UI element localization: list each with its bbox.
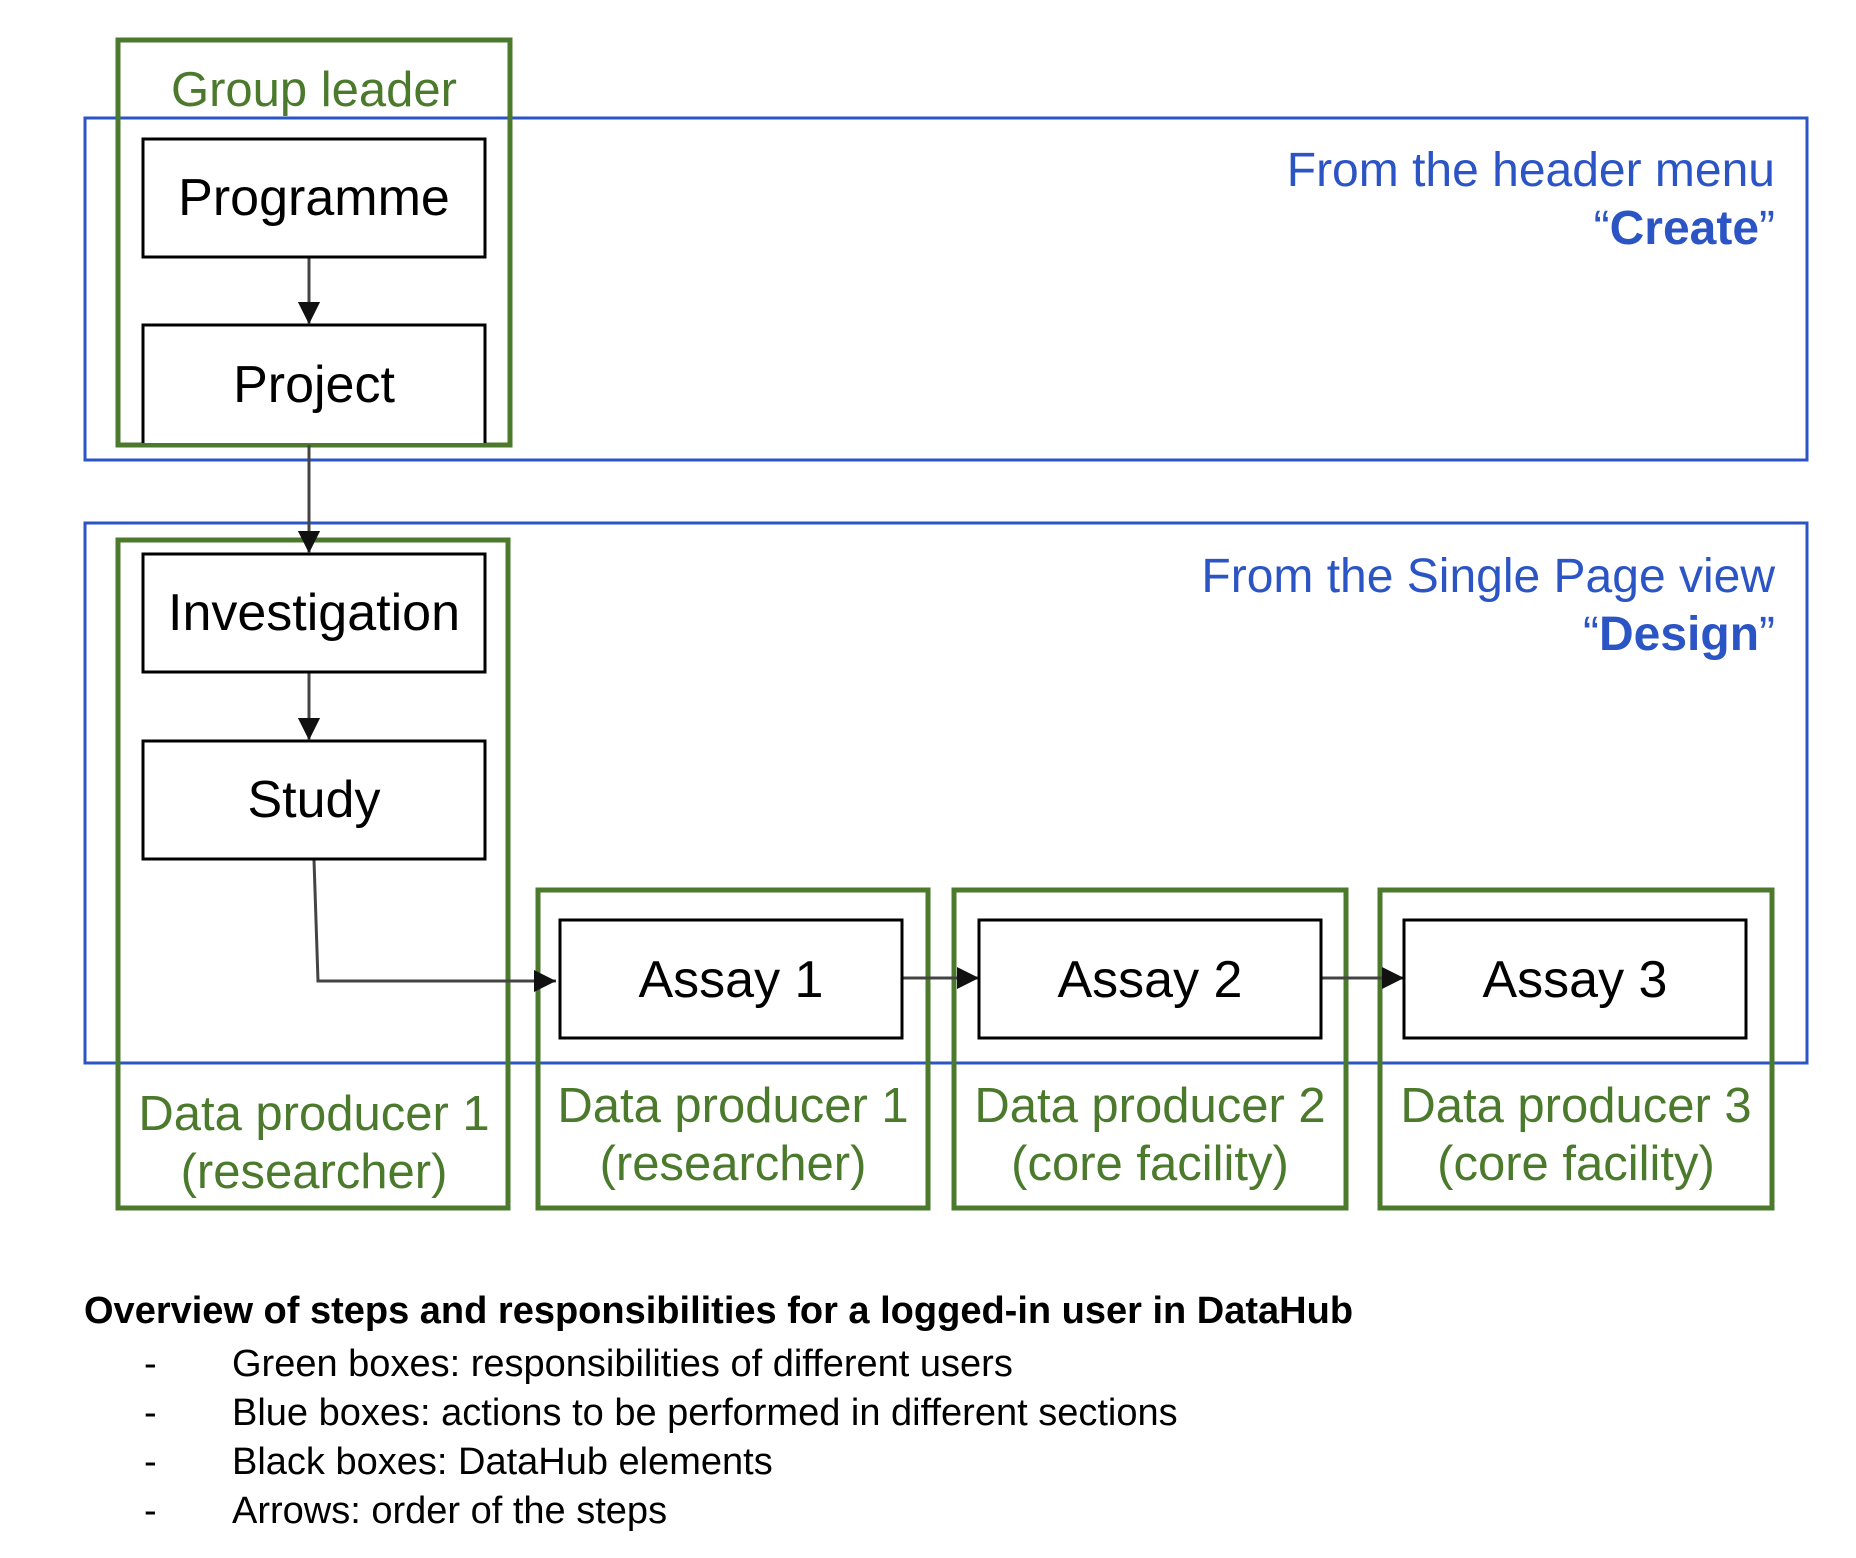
role-label-dp1-assay-line2: (researcher) <box>600 1137 867 1191</box>
section-box-design <box>83 521 1809 1065</box>
node-assay-2-box <box>977 918 1323 1040</box>
role-label-dp3-line1: Data producer 3 <box>1400 1079 1751 1133</box>
node-project: Project <box>141 323 487 443</box>
bullet-text: Arrows: order of the steps <box>232 1490 668 1532</box>
role-label-dp3-line2: (core facility) <box>1437 1137 1715 1191</box>
legend-caption: Overview of steps and responsibilities f… <box>84 1288 1784 1536</box>
bullet-text: Black boxes: DataHub elements <box>232 1441 773 1483</box>
role-label-dp1-assay-line1: Data producer 1 <box>557 1079 908 1133</box>
caption-bullet: - Green boxes: responsibilities of diffe… <box>84 1340 1784 1389</box>
section-design-action-word: Design <box>1599 608 1759 661</box>
node-study-box <box>141 739 487 861</box>
node-programme-box <box>141 137 487 259</box>
role-box-data-producer-3 <box>1377 887 1775 1211</box>
quote-close: ” <box>1759 202 1775 255</box>
section-create-action: “Create” <box>1594 202 1775 255</box>
node-project-label: Project <box>233 356 395 414</box>
node-assay-2-label: Assay 2 <box>1058 951 1243 1009</box>
role-label-dp1-left-line1: Data producer 1 <box>138 1087 489 1141</box>
bullet-dash: - <box>144 1441 157 1483</box>
node-investigation-label: Investigation <box>168 584 460 642</box>
role-label-dp1-left-line2: (researcher) <box>181 1145 448 1199</box>
node-assay-3: Assay 3 <box>1402 918 1748 1040</box>
role-label-dp2-line1: Data producer 2 <box>974 1079 1325 1133</box>
bullet-dash: - <box>144 1343 157 1385</box>
bullet-dash: - <box>144 1490 157 1532</box>
bullet-text: Green boxes: responsibilities of differe… <box>232 1343 1013 1385</box>
role-box-group-leader <box>115 37 513 448</box>
node-assay-1-label: Assay 1 <box>639 951 824 1009</box>
node-investigation: Investigation <box>141 552 487 674</box>
role-box-data-producer-2 <box>951 887 1349 1211</box>
node-study: Study <box>141 739 487 861</box>
node-assay-1: Assay 1 <box>558 918 904 1040</box>
caption-title: Overview of steps and responsibilities f… <box>84 1290 1354 1332</box>
node-investigation-box <box>141 552 487 674</box>
section-create-line1: From the header menu <box>1287 144 1775 197</box>
caption-bullet: - Arrows: order of the steps <box>84 1487 1784 1536</box>
section-box-create <box>83 116 1809 462</box>
role-box-data-producer-1-assay <box>535 887 931 1211</box>
section-design-action: “Design” <box>1583 608 1775 661</box>
node-assay-1-box <box>558 918 904 1040</box>
role-label-group-leader: Group leader <box>171 63 457 117</box>
section-create-action-word: Create <box>1610 202 1759 255</box>
caption-bullet: - Blue boxes: actions to be performed in… <box>84 1389 1784 1438</box>
quote-open: “ <box>1594 202 1610 255</box>
node-assay-2: Assay 2 <box>977 918 1323 1040</box>
node-programme: Programme <box>141 137 487 259</box>
arrows <box>298 258 1404 992</box>
bullet-text: Blue boxes: actions to be performed in d… <box>232 1392 1178 1434</box>
quote-close: ” <box>1759 608 1775 661</box>
arrow-study-to-assay-1 <box>312 859 556 992</box>
node-project-box <box>141 323 487 443</box>
node-study-label: Study <box>248 771 381 829</box>
node-programme-label: Programme <box>178 169 450 227</box>
caption-bullet: - Black boxes: DataHub elements <box>84 1438 1784 1487</box>
quote-open: “ <box>1583 608 1599 661</box>
node-assay-3-label: Assay 3 <box>1483 951 1668 1009</box>
role-label-dp2-line2: (core facility) <box>1011 1137 1289 1191</box>
bullet-dash: - <box>144 1392 157 1434</box>
section-design-line1: From the Single Page view <box>1201 550 1775 603</box>
caption-list: - Green boxes: responsibilities of diffe… <box>84 1340 1784 1536</box>
node-assay-3-box <box>1402 918 1748 1040</box>
